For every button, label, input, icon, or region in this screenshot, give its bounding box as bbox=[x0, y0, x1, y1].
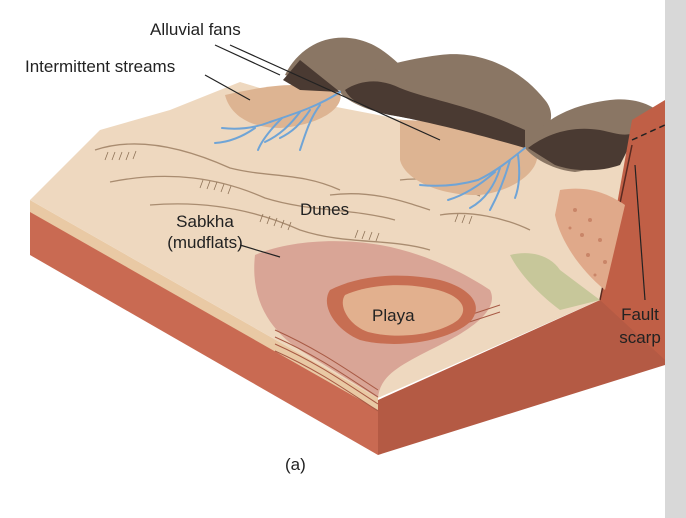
grass-fringe bbox=[510, 253, 600, 310]
fault-dashed-line bbox=[631, 124, 666, 141]
right-edge-strip bbox=[665, 0, 686, 518]
fault-scarp-face bbox=[600, 100, 665, 360]
leader-intermittent-streams bbox=[204, 74, 251, 101]
mountain-right-dark bbox=[528, 125, 640, 171]
leader-alluvial-fans-right bbox=[229, 44, 441, 141]
leader-fault-scarp bbox=[634, 164, 646, 301]
dune-hatching bbox=[104, 150, 473, 242]
playa-lake bbox=[342, 285, 464, 336]
label-dunes: Dunes bbox=[300, 200, 350, 219]
block-right-face bbox=[378, 115, 665, 455]
label-sabkha-line2: (mudflats) bbox=[167, 233, 243, 252]
label-fault-line1: Fault bbox=[621, 305, 659, 324]
label-sabkha-line1: Sabkha bbox=[176, 212, 234, 231]
label-alluvial-fans: Alluvial fans bbox=[150, 20, 241, 39]
mountain-center-dark bbox=[345, 81, 525, 148]
leader-sabkha bbox=[239, 244, 281, 258]
label-intermittent-streams: Intermittent streams bbox=[25, 57, 176, 76]
intermittent-streams bbox=[214, 91, 526, 211]
label-playa: Playa bbox=[372, 306, 415, 325]
leader-alluvial-fans-left bbox=[214, 44, 281, 76]
panel-label: (a) bbox=[285, 455, 306, 474]
label-fault-line2: scarp bbox=[619, 328, 661, 347]
gravel-apron bbox=[555, 188, 625, 290]
gravel-dots bbox=[568, 208, 607, 277]
mountain-left-dark bbox=[283, 60, 340, 92]
leader-lines bbox=[204, 44, 646, 301]
block-front-face bbox=[30, 205, 378, 455]
front-sand-layer bbox=[30, 200, 378, 410]
